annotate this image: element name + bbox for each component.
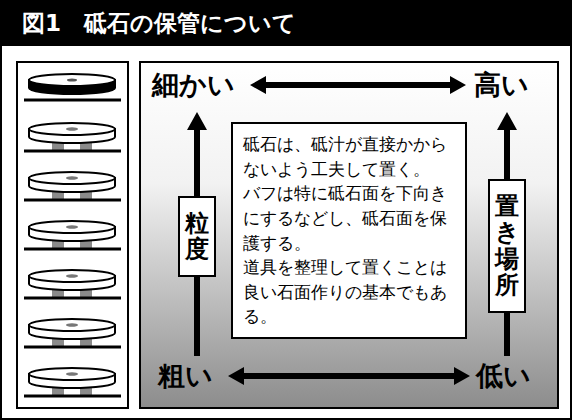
center-hole <box>66 225 78 229</box>
axis-end-label: 細かい <box>152 69 235 101</box>
stone-top <box>29 368 115 380</box>
whetstone-shelf <box>24 74 121 396</box>
center-hole <box>67 79 77 82</box>
whetstone <box>24 172 121 200</box>
stone-top <box>29 270 115 282</box>
shelf-line <box>24 297 121 300</box>
stone-top <box>29 172 115 184</box>
chart-panel <box>140 62 558 408</box>
axis-end-label: 粗い <box>158 360 213 392</box>
node-text: バフは特に砥石面を下向きにするなどし、砥石面を保護する。 <box>243 181 455 255</box>
shelf-line <box>24 150 121 153</box>
buff-top <box>29 74 115 86</box>
center-hole <box>66 323 78 327</box>
axis-label-box: 粒度 <box>178 196 216 277</box>
center-hole <box>66 176 78 180</box>
axis-label-box: 置き場所 <box>488 179 526 313</box>
axis-end-label: 高い <box>474 69 529 101</box>
node-text: 道具を整理して置くことは良い石面作りの基本でもある。 <box>243 255 455 329</box>
whetstone <box>24 319 121 347</box>
title-band <box>0 0 572 46</box>
center-hole <box>66 127 78 131</box>
shelf-line <box>24 248 121 251</box>
whetstone <box>24 368 121 396</box>
whetstone <box>24 270 121 298</box>
center-hole <box>66 372 78 376</box>
shelf-panel <box>17 62 128 408</box>
axis-end-label: 低い <box>476 360 531 392</box>
stone-top <box>29 221 115 233</box>
shelf-line <box>24 395 121 398</box>
arrows <box>187 76 517 385</box>
stone-top <box>29 319 115 331</box>
shelf-line <box>24 199 121 202</box>
double-arrow <box>250 76 466 94</box>
figure-title: 図1 砥石の保管について <box>22 9 296 37</box>
whetstone <box>24 221 121 249</box>
stone-top <box>29 123 115 135</box>
whetstone <box>24 74 121 100</box>
node-text: 粒度 <box>185 210 209 263</box>
double-arrow <box>228 367 470 385</box>
center-hole <box>66 274 78 278</box>
node-text: 砥石は、砥汁が直接かからないよう工夫して置く。 <box>243 132 455 181</box>
shelf-line <box>24 99 121 102</box>
node-text: 置き場所 <box>495 193 519 299</box>
note-box: 砥石は、砥汁が直接かからないよう工夫して置く。バフは特に砥石面を下向きにするなど… <box>231 122 467 339</box>
shelf-line <box>24 346 121 349</box>
whetstone <box>24 123 121 151</box>
